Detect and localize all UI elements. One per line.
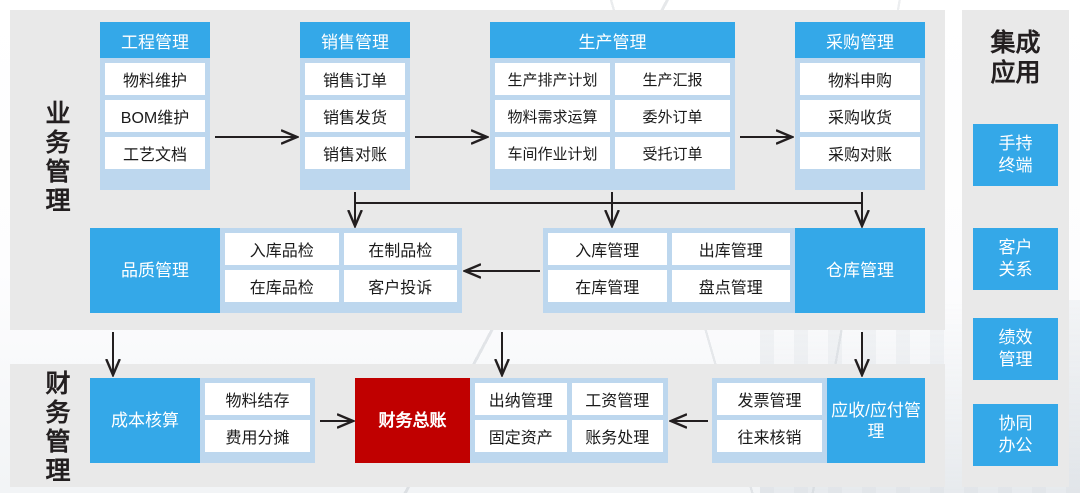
cell-material-maintenance[interactable]: 物料维护: [105, 63, 205, 95]
module-row: 入库管理 出库管理: [548, 233, 790, 265]
module-row: 物料结存: [205, 383, 310, 415]
cell-outbound-management[interactable]: 出库管理: [671, 233, 790, 265]
module-row: BOM维护: [105, 100, 205, 132]
finance-management-label: 财务管理: [45, 370, 71, 485]
cell-mrp-calculation[interactable]: 物料需求运算: [495, 100, 610, 132]
module-production-title: 生产管理: [490, 22, 735, 58]
module-row: 销售订单: [305, 63, 405, 95]
module-purchasing[interactable]: 采购管理 物料申购 采购收货 采购对账: [795, 22, 925, 190]
cell-inbound-management[interactable]: 入库管理: [548, 233, 667, 265]
module-general-ledger-body: 出纳管理 工资管理 固定资产 账务处理: [470, 378, 668, 463]
module-purchasing-body: 物料申购 采购收货 采购对账: [795, 58, 925, 174]
integration-item-handheld-line2: 终端: [998, 156, 1033, 175]
module-row: 物料申购: [800, 63, 920, 95]
integration-item-oa-line1: 协同: [998, 414, 1033, 433]
business-management-label: 业务管理: [45, 100, 71, 215]
cell-process-document[interactable]: 工艺文档: [105, 137, 205, 169]
integration-item-handheld[interactable]: 手持 终端: [973, 124, 1058, 186]
integration-item-crm-line1: 客户: [998, 238, 1033, 257]
module-row: 销售发货: [305, 100, 405, 132]
module-row: 物料维护: [105, 63, 205, 95]
cell-settlement-writeoff[interactable]: 往来核销: [717, 420, 822, 452]
module-receivable-payable-body: 发票管理 往来核销: [712, 378, 827, 463]
integration-item-oa-line2: 办公: [998, 436, 1033, 455]
cell-entrusted-order[interactable]: 受托订单: [615, 137, 730, 169]
cell-production-report[interactable]: 生产汇报: [615, 63, 730, 95]
cell-purchase-reconciliation[interactable]: 采购对账: [800, 137, 920, 169]
module-row: 在库品检 客户投诉: [225, 270, 457, 302]
module-receivable-payable[interactable]: 发票管理 往来核销 应收/应付管理: [712, 378, 925, 463]
cell-stock-management[interactable]: 在库管理: [548, 270, 667, 302]
integration-item-oa[interactable]: 协同 办公: [973, 404, 1058, 466]
cell-inbound-inspection[interactable]: 入库品检: [225, 233, 339, 265]
module-row: 采购收货: [800, 100, 920, 132]
cell-fixed-assets[interactable]: 固定资产: [475, 420, 567, 452]
module-row: 在库管理 盘点管理: [548, 270, 790, 302]
module-row: 工艺文档: [105, 137, 205, 169]
module-production[interactable]: 生产管理 生产排产计划 生产汇报 物料需求运算 委外订单 车间作业计划 受托订单: [490, 22, 735, 190]
module-cost-accounting-body: 物料结存 费用分摊: [200, 378, 315, 463]
cell-payroll-management[interactable]: 工资管理: [571, 383, 663, 415]
cell-purchase-receipt[interactable]: 采购收货: [800, 100, 920, 132]
module-row: 物料需求运算 委外订单: [495, 100, 730, 132]
module-warehouse-title: 仓库管理: [795, 228, 925, 313]
integration-item-handheld-line1: 手持: [998, 134, 1033, 153]
cell-material-balance[interactable]: 物料结存: [205, 383, 310, 415]
module-purchasing-title: 采购管理: [795, 22, 925, 58]
cell-expense-allocation[interactable]: 费用分摊: [205, 420, 310, 452]
cell-customer-complaint[interactable]: 客户投诉: [343, 270, 457, 302]
module-row: 车间作业计划 受托订单: [495, 137, 730, 169]
module-quality-title: 品质管理: [90, 228, 220, 313]
integration-applications-title: 集成 应用: [962, 28, 1069, 88]
cell-production-schedule[interactable]: 生产排产计划: [495, 63, 610, 95]
module-cost-accounting[interactable]: 成本核算 物料结存 费用分摊: [90, 378, 315, 463]
integration-item-crm-line2: 关系: [998, 260, 1033, 279]
integration-item-kpi[interactable]: 绩效 管理: [973, 318, 1058, 380]
module-sales[interactable]: 销售管理 销售订单 销售发货 销售对账: [300, 22, 410, 190]
module-row: 出纳管理 工资管理: [475, 383, 663, 415]
cell-invoice-management[interactable]: 发票管理: [717, 383, 822, 415]
cell-sales-reconciliation[interactable]: 销售对账: [305, 137, 405, 169]
cell-stock-inspection[interactable]: 在库品检: [225, 270, 339, 302]
cell-material-requisition[interactable]: 物料申购: [800, 63, 920, 95]
module-engineering-title: 工程管理: [100, 22, 210, 58]
module-production-body: 生产排产计划 生产汇报 物料需求运算 委外订单 车间作业计划 受托订单: [490, 58, 735, 174]
module-row: 入库品检 在制品检: [225, 233, 457, 265]
integration-title-line1: 集成: [990, 29, 1041, 57]
module-sales-title: 销售管理: [300, 22, 410, 58]
module-cost-accounting-title: 成本核算: [90, 378, 200, 463]
module-quality[interactable]: 品质管理 入库品检 在制品检 在库品检 客户投诉: [90, 228, 462, 313]
module-row: 采购对账: [800, 137, 920, 169]
cell-wip-inspection[interactable]: 在制品检: [343, 233, 457, 265]
module-row: 固定资产 账务处理: [475, 420, 663, 452]
cell-outsourcing-order[interactable]: 委外订单: [615, 100, 730, 132]
cell-bom-maintenance[interactable]: BOM维护: [105, 100, 205, 132]
cell-cashier-management[interactable]: 出纳管理: [475, 383, 567, 415]
cell-sales-shipment[interactable]: 销售发货: [305, 100, 405, 132]
integration-item-kpi-line1: 绩效: [998, 328, 1033, 347]
module-general-ledger-title: 财务总账: [355, 378, 470, 463]
integration-title-line2: 应用: [990, 59, 1041, 87]
module-quality-body: 入库品检 在制品检 在库品检 客户投诉: [220, 228, 462, 313]
module-warehouse[interactable]: 入库管理 出库管理 在库管理 盘点管理 仓库管理: [543, 228, 925, 313]
module-engineering-body: 物料维护 BOM维护 工艺文档: [100, 58, 210, 174]
module-row: 销售对账: [305, 137, 405, 169]
module-row: 发票管理: [717, 383, 822, 415]
cell-inventory-count[interactable]: 盘点管理: [671, 270, 790, 302]
integration-item-crm[interactable]: 客户 关系: [973, 228, 1058, 290]
module-general-ledger[interactable]: 财务总账 出纳管理 工资管理 固定资产 账务处理: [355, 378, 668, 463]
module-sales-body: 销售订单 销售发货 销售对账: [300, 58, 410, 174]
module-row: 费用分摊: [205, 420, 310, 452]
module-warehouse-body: 入库管理 出库管理 在库管理 盘点管理: [543, 228, 795, 313]
module-engineering[interactable]: 工程管理 物料维护 BOM维护 工艺文档: [100, 22, 210, 190]
cell-accounting-processing[interactable]: 账务处理: [571, 420, 663, 452]
cell-sales-order[interactable]: 销售订单: [305, 63, 405, 95]
module-receivable-payable-title: 应收/应付管理: [827, 378, 925, 463]
integration-item-kpi-line2: 管理: [998, 350, 1033, 369]
module-row: 生产排产计划 生产汇报: [495, 63, 730, 95]
module-row: 往来核销: [717, 420, 822, 452]
cell-workshop-plan[interactable]: 车间作业计划: [495, 137, 610, 169]
